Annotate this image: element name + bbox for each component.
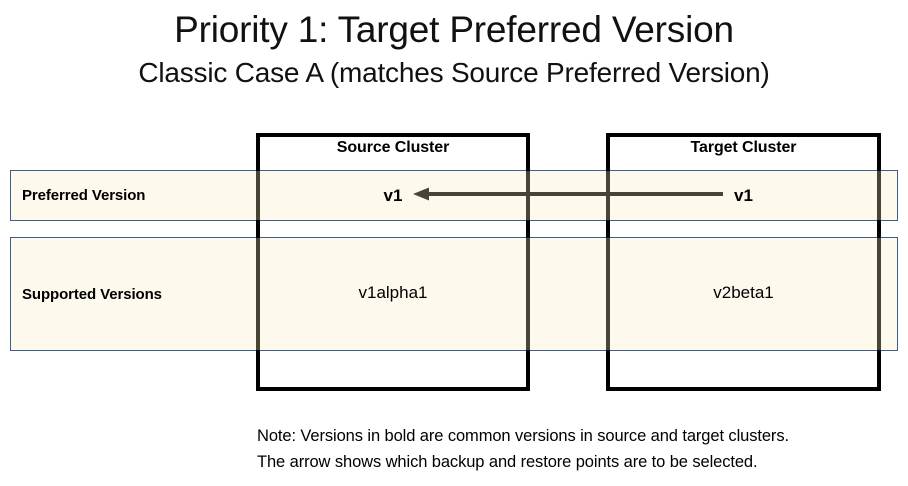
column-header-source-cluster: Source Cluster [336,139,450,156]
page-title: Priority 1: Target Preferred Version [174,9,734,50]
cell-target-supported-versions: v2beta1 [713,283,774,302]
column-edge-source-left-preferred [256,171,260,220]
selection-arrow-icon [413,187,723,201]
note-text: Note: Versions in bold are common versio… [257,423,897,475]
row-label-preferred-version: Preferred Version [22,187,146,204]
cluster-box-source [256,133,530,391]
row-band-supported [10,237,898,351]
cluster-box-target [606,133,881,391]
column-edge-target-right-preferred [877,171,881,220]
cell-source-preferred-version: v1 [383,186,403,205]
page-subtitle: Classic Case A (matches Source Preferred… [138,57,770,88]
note-line-2: The arrow shows which backup and restore… [257,453,758,471]
column-edge-source-left-supported [256,238,260,350]
column-edge-target-right-supported [877,238,881,350]
note-line-1: Note: Versions in bold are common versio… [257,427,789,445]
cell-target-preferred-version: v1 [734,186,753,205]
column-header-target-cluster: Target Cluster [690,139,797,156]
row-label-supported-versions: Supported Versions [22,286,162,303]
cell-source-supported-versions: v1alpha1 [358,283,428,302]
column-edge-target-left-supported [606,238,610,350]
column-edge-source-right-supported [526,238,530,350]
